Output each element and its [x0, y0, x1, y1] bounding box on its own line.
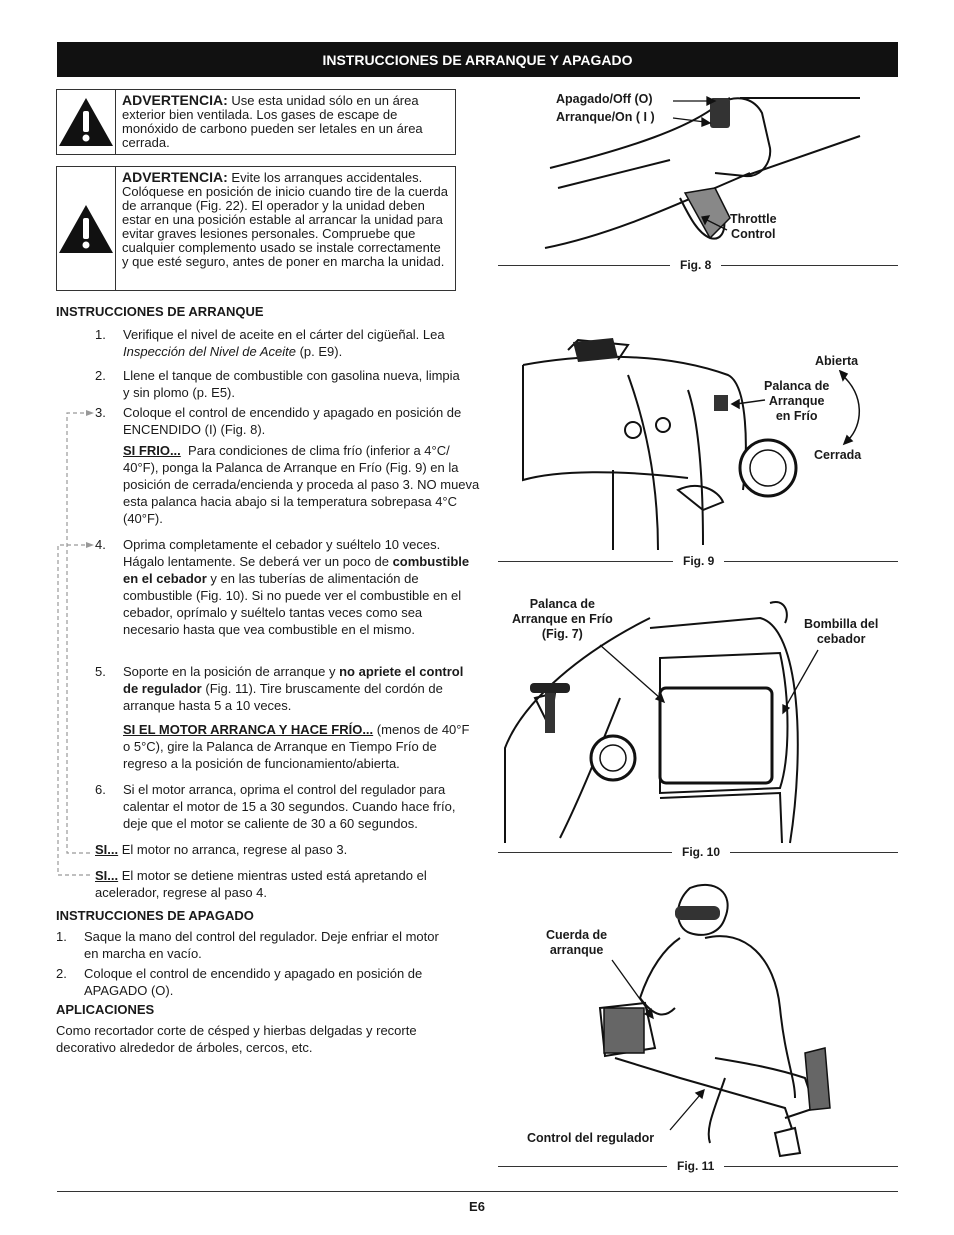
stop-heading: INSTRUCCIONES DE APAGADO	[56, 908, 254, 923]
fig9-lever-label: Palanca de Arranque en Frío	[764, 379, 830, 423]
step-text-a: Oprima completamente el cebador y suélte…	[123, 537, 441, 569]
section-title: INSTRUCCIONES DE ARRANQUE Y APAGADO	[322, 51, 633, 68]
warning-label: ADVERTENCIA:	[122, 169, 228, 185]
step-text: Verifique el nivel de aceite en el cárte…	[123, 326, 483, 360]
note-text: El motor no arranca, regrese al paso 3.	[121, 842, 348, 857]
step-number: 2.	[95, 368, 106, 383]
note-text: El motor se detiene mientras usted está …	[95, 868, 427, 900]
section-header: INSTRUCCIONES DE ARRANQUE Y APAGADO	[57, 42, 898, 77]
flow-arrows-diagram	[57, 410, 94, 876]
fig9-caption: Fig. 9	[673, 554, 725, 568]
note-label: SI EL MOTOR ARRANCA Y HACE FRÍO...	[123, 722, 374, 737]
step-text: Soporte en la posición de arranque y no …	[123, 663, 468, 714]
note-text: (menos de 40°F o 5°C), gire la Palanca d…	[123, 722, 470, 771]
step-number: 6.	[95, 782, 106, 797]
fig11-caption: Fig. 11	[667, 1159, 725, 1173]
warning-box-ventilation: ADVERTENCIA: Use esta unidad sólo en un …	[56, 89, 456, 155]
fig9-open-label: Abierta	[815, 354, 859, 368]
note-label: SI FRIO...	[123, 443, 181, 458]
step-text-bold: no apriete el control de regulador	[123, 664, 464, 696]
if-cold-note: SI FRIO... Para condiciones de clima frí…	[123, 442, 480, 527]
fig10-lever-label: Palanca de Arranque en Frío (Fig. 7)	[512, 597, 613, 641]
warning-body: Evite los arranques accidentales. Colóqu…	[122, 170, 448, 269]
step-text-c: y en las tuberías de alimentación de com…	[123, 571, 462, 637]
applications-heading: APLICACIONES	[56, 1002, 155, 1017]
fig8-caption: Fig. 8	[670, 258, 722, 272]
step-text-c: (Fig. 11). Tire bruscamente del cordón d…	[123, 681, 443, 713]
fig8-off-label: Apagado/Off (O)	[556, 92, 653, 106]
step-text: Coloque el control de encendido y apagad…	[84, 966, 423, 998]
if-engine-starts-note: SI EL MOTOR ARRANCA Y HACE FRÍO... (meno…	[123, 721, 480, 772]
step-text-a: Soporte en la posición de arranque y	[123, 664, 340, 679]
fig9-arrows	[730, 370, 860, 446]
step-number: 1.	[56, 929, 67, 944]
warning-triangle-icon	[59, 204, 113, 253]
applications-text: Como recortador corte de césped y hierba…	[56, 1023, 417, 1055]
warning-icon-cell	[57, 167, 116, 290]
fig11-control-label: Control del regulador	[527, 1131, 655, 1145]
fig9-illustration	[522, 338, 798, 551]
fig11-illustration	[598, 883, 831, 1158]
step-text: Llene el tanque de combustible con gasol…	[123, 368, 460, 400]
step-text: Si el motor arranca, oprima el control d…	[123, 782, 456, 831]
warning-text: ADVERTENCIA: Use esta unidad sólo en un …	[116, 90, 455, 154]
step-number: 1.	[95, 327, 106, 342]
fig11-arrows	[611, 959, 705, 1131]
step-number: 3.	[95, 405, 106, 420]
fig10-arrows	[599, 644, 819, 715]
step-number: 4.	[95, 537, 106, 552]
fig9-closed-label: Cerrada	[814, 448, 862, 462]
warning-body: Use esta unidad sólo en un área exterior…	[122, 93, 423, 150]
fig11-rope-label: Cuerda de arranque	[546, 928, 608, 957]
fig10-caption: Fig. 10	[672, 845, 731, 859]
page-number: E6	[469, 1199, 485, 1214]
step-number: 5.	[95, 664, 106, 679]
warning-triangle-icon	[59, 98, 113, 146]
warning-text: ADVERTENCIA: Evite los arranques acciden…	[116, 167, 455, 290]
if-stops-note: SI... El motor se detiene mientras usted…	[95, 867, 470, 901]
if-no-start-note: SI... El motor no arranca, regrese al pa…	[95, 841, 480, 858]
fig10-bulb-label: Bombilla del cebador	[804, 617, 879, 646]
fig8-throttle-label: Throttle Control	[730, 212, 777, 241]
start-heading: INSTRUCCIONES DE ARRANQUE	[56, 304, 264, 319]
note-label: SI...	[95, 842, 119, 857]
footer-rule	[57, 1191, 898, 1192]
warning-box-accidental-start: ADVERTENCIA: Evite los arranques acciden…	[56, 166, 456, 291]
step-text-italic: Inspección del Nivel de Aceite	[123, 344, 296, 359]
step-text: Oprima completamente el cebador y suélte…	[123, 536, 480, 638]
step-text: Coloque el control de encendido y apagad…	[123, 405, 462, 437]
note-text: Para condiciones de clima frío (inferior…	[123, 443, 480, 526]
step-number: 2.	[56, 966, 67, 981]
note-label: SI...	[95, 868, 119, 883]
fig8-on-label: Arranque/On ( I )	[556, 110, 655, 124]
step-text: Saque la mano del control del regulador.…	[84, 929, 439, 961]
warning-icon-cell	[57, 90, 116, 154]
fig10-illustration	[504, 601, 799, 844]
step-text-bold: combustible en el cebador	[123, 554, 470, 586]
step-text-a: Verifique el nivel de aceite en el cárte…	[123, 327, 445, 342]
fig8-arrows	[672, 95, 728, 231]
warning-label: ADVERTENCIA:	[122, 92, 228, 108]
step-text-b: (p. E9).	[295, 344, 343, 359]
